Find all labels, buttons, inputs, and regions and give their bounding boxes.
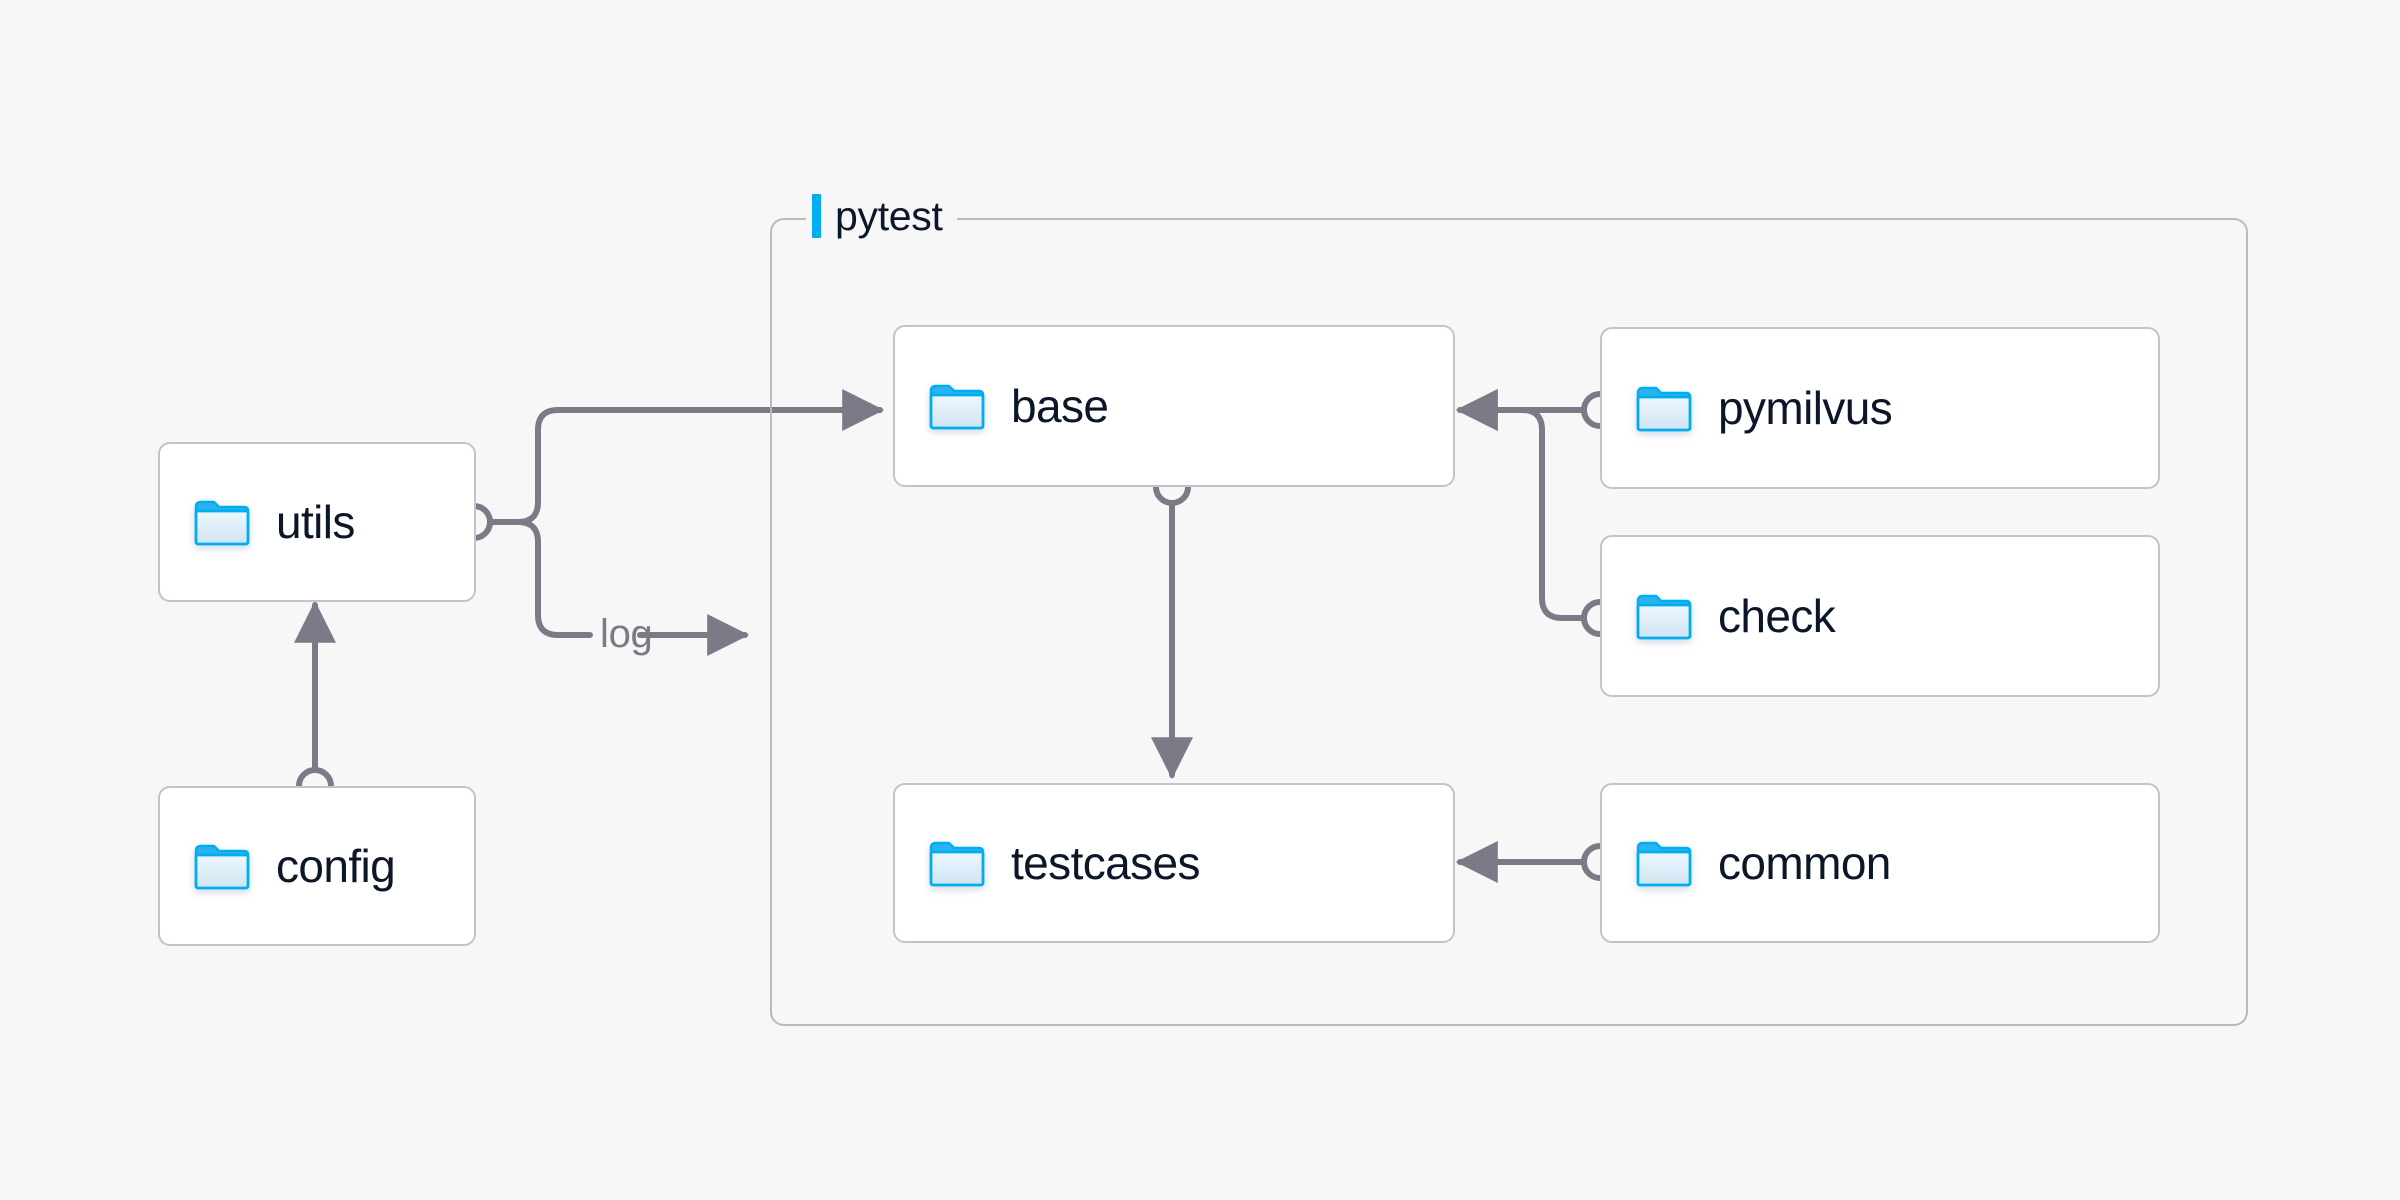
folder-icon [1636,384,1692,432]
node-utils-label: utils [276,496,355,548]
folder-icon [1636,592,1692,640]
node-common-label: common [1718,837,1891,889]
group-pytest-label: pytest [835,192,943,239]
node-common[interactable]: common [1600,783,2160,943]
node-base[interactable]: base [893,325,1455,487]
folder-icon [194,842,250,890]
group-accent-bar [812,194,821,238]
node-config[interactable]: config [158,786,476,946]
folder-icon [1636,839,1692,887]
node-check[interactable]: check [1600,535,2160,697]
node-check-label: check [1718,590,1836,642]
node-pymilvus[interactable]: pymilvus [1600,327,2160,489]
node-config-label: config [276,840,396,892]
group-pytest-label-wrap: pytest [806,190,957,242]
folder-icon [194,498,250,546]
node-base-label: base [1011,380,1109,432]
node-testcases-label: testcases [1011,837,1201,889]
node-testcases[interactable]: testcases [893,783,1455,943]
group-pytest[interactable] [770,218,2248,1026]
edge-label-log: log [600,612,653,656]
node-pymilvus-label: pymilvus [1718,382,1893,434]
folder-icon [929,382,985,430]
node-utils[interactable]: utils [158,442,476,602]
edge-utils-log [475,519,593,638]
folder-icon [929,839,985,887]
